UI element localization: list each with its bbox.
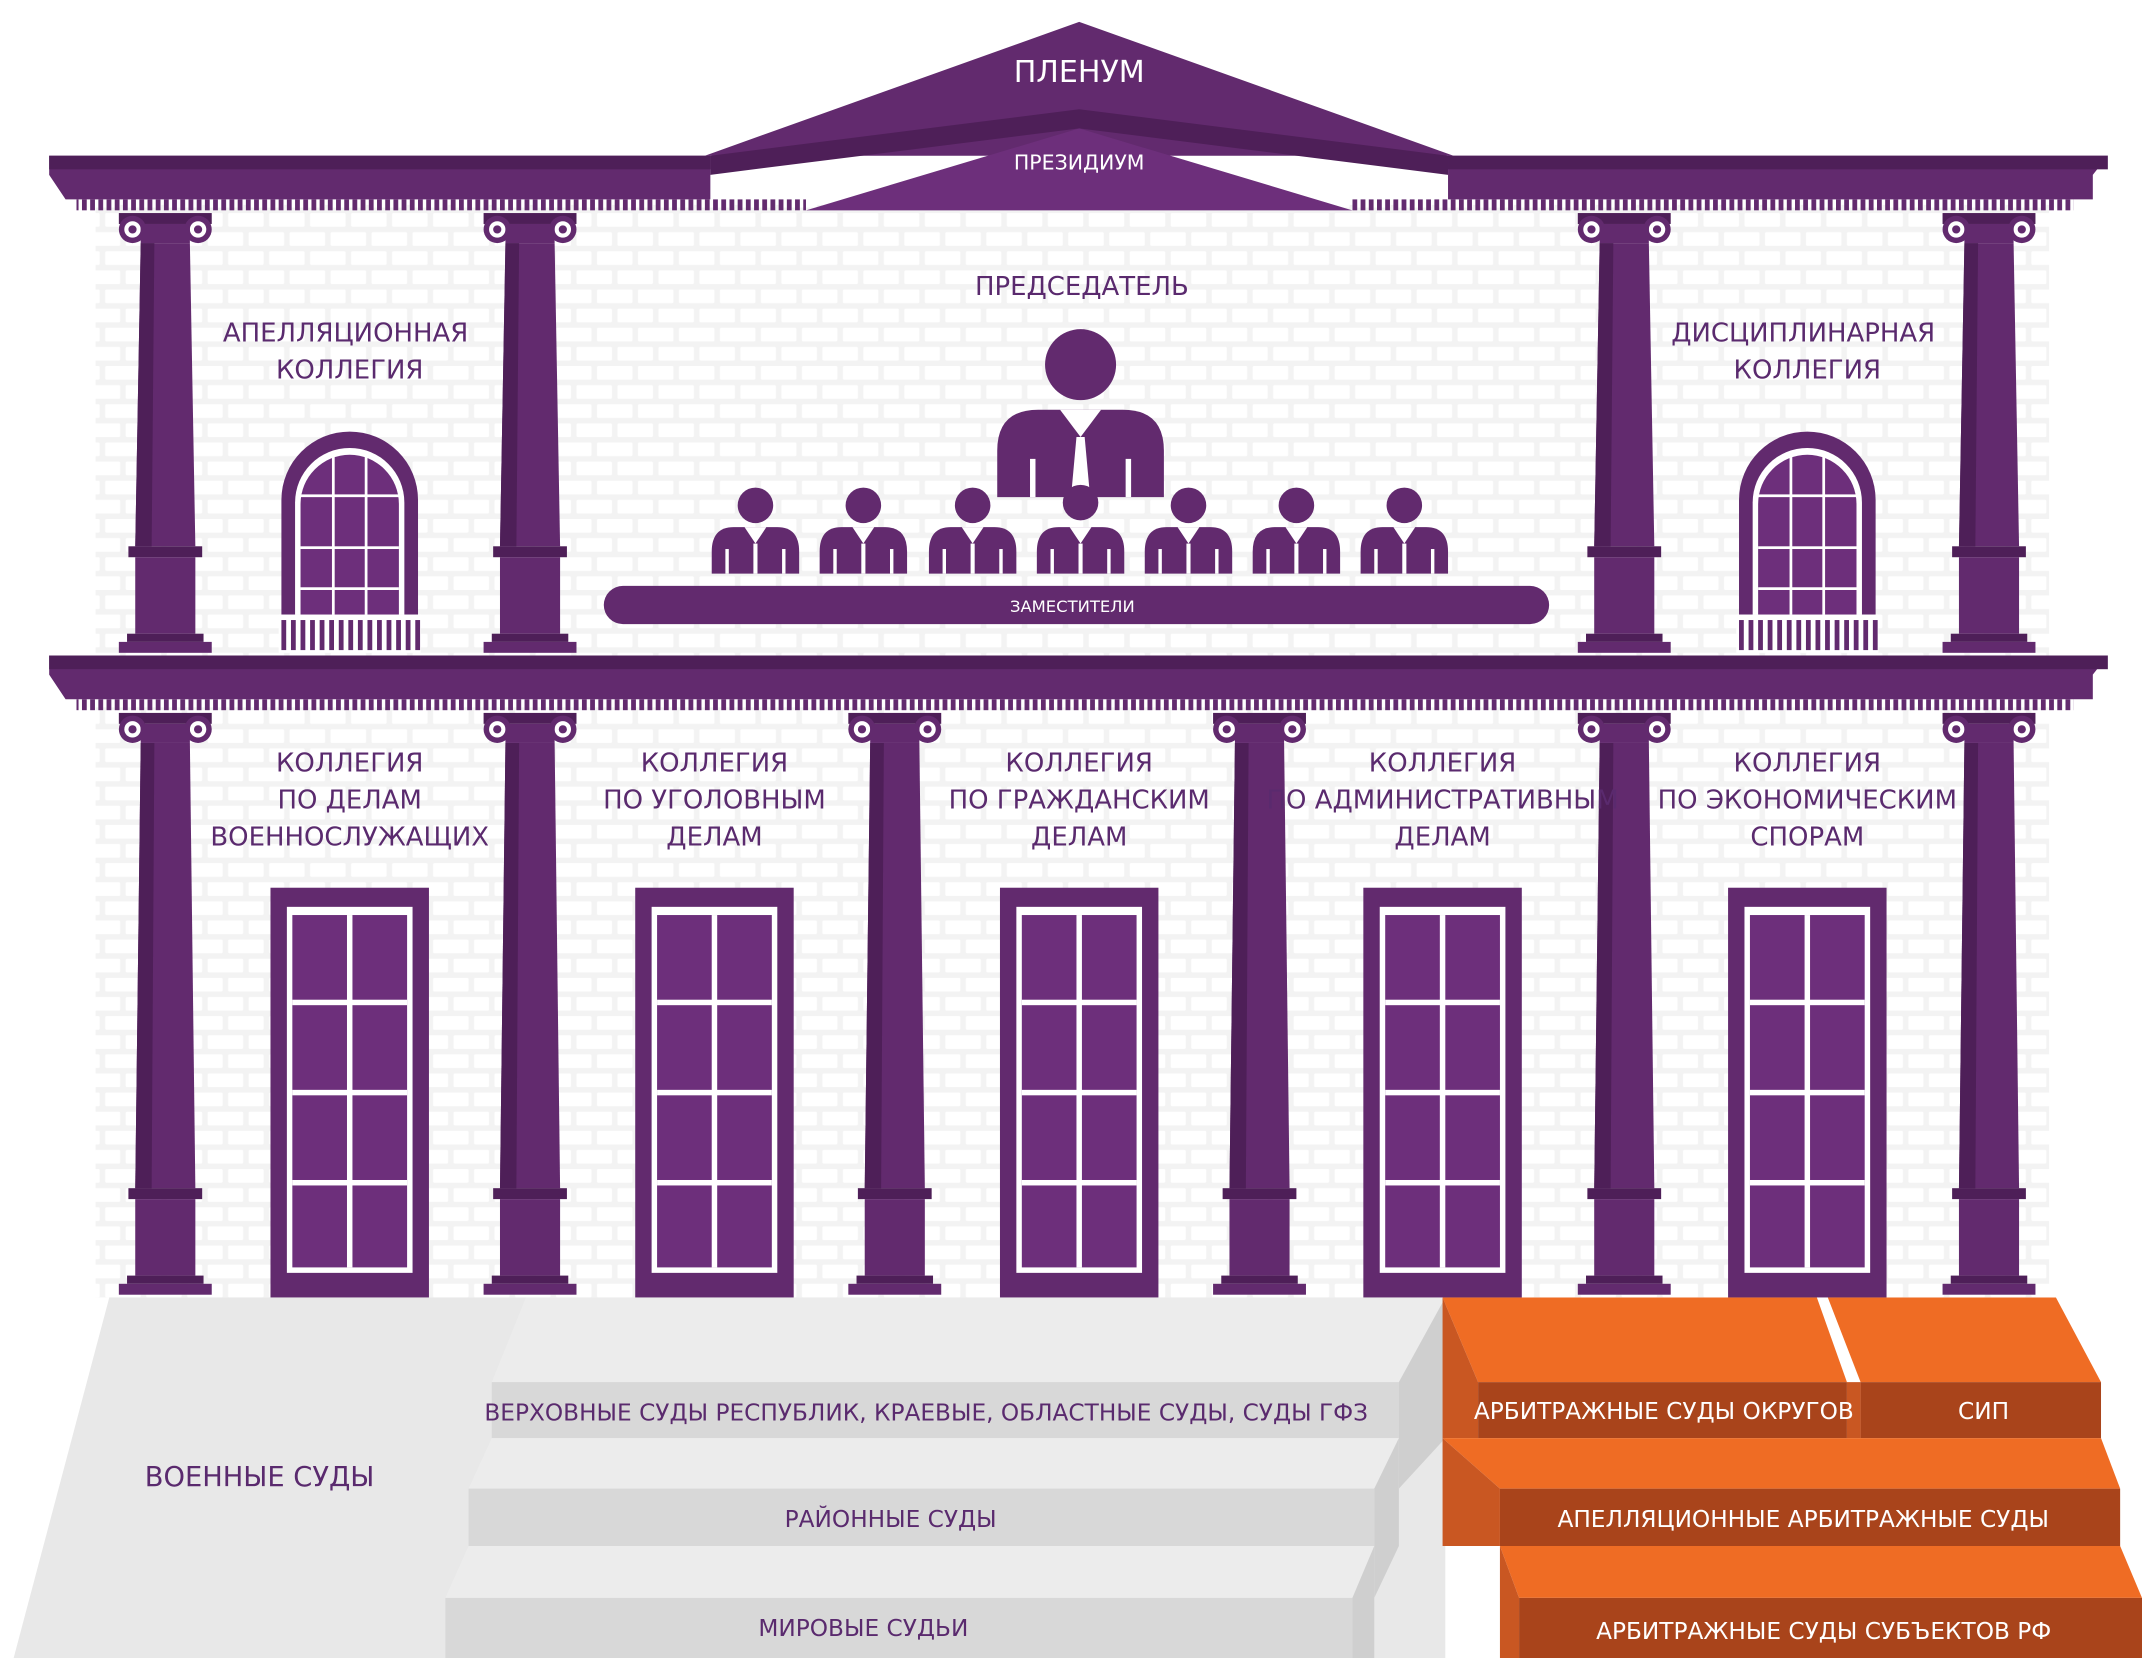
- board-label: КОЛЛЕГИЯ ПО УГОЛОВНЫМ ДЕЛАМ: [603, 749, 826, 853]
- board-label: КОЛЛЕГИЯ ПО ЭКОНОМИЧЕСКИМ СПОРАМ: [1658, 749, 1957, 853]
- deputy-figure: [1144, 487, 1233, 574]
- presidium-label: ПРЕЗИДИУМ: [1014, 150, 1145, 174]
- board-label-line: КОЛЛЕГИЯ: [641, 749, 789, 779]
- appeal-board-label: АПЕЛЛЯЦИОННАЯ КОЛЛЕГИЯ: [223, 318, 477, 385]
- upper-column: [1577, 213, 1671, 653]
- lower-columns: [118, 712, 2036, 1295]
- board-labels: КОЛЛЕГИЯ ПО ДЕЛАМ ВОЕННОСЛУЖАЩИХ КОЛЛЕГИЯ ПО…: [210, 749, 1957, 853]
- deputy-figure: [819, 487, 908, 574]
- board-label-line: ПО ГРАЖДАНСКИМ: [949, 786, 1210, 816]
- upper-column: [1942, 213, 2036, 653]
- lower-column: [483, 712, 577, 1295]
- deputy-figure: [711, 487, 800, 574]
- lower-column: [118, 712, 212, 1295]
- appeal-board-line2: КОЛЛЕГИЯ: [276, 355, 424, 385]
- general-courts-steps: [13, 1297, 1446, 1658]
- lower-window: [999, 887, 1159, 1298]
- deputies-bar: [603, 585, 1550, 625]
- lower-window: [1728, 887, 1887, 1298]
- lower-window: [270, 887, 429, 1298]
- deputy-figure: [1036, 484, 1125, 574]
- arched-window: [278, 431, 421, 653]
- board-label-line: КОЛЛЕГИЯ: [1369, 749, 1517, 779]
- board-label: КОЛЛЕГИЯ ПО АДМИНИСТРАТИВНЫМ ДЕЛАМ: [1267, 749, 1619, 853]
- board-label-line: КОЛЛЕГИЯ: [276, 749, 424, 779]
- arbitration-appeal-label: АПЕЛЛЯЦИОННЫЕ АРБИТРАЖНЫЕ СУДЫ: [1557, 1506, 2048, 1533]
- upper-columns: [118, 213, 2036, 653]
- disciplinary-board-label: ДИСЦИПЛИНАРНАЯ КОЛЛЕГИЯ: [1671, 318, 1943, 385]
- board-label-line: ПО ЭКОНОМИЧЕСКИМ: [1658, 786, 1957, 816]
- arbitration-districts-label: АРБИТРАЖНЫЕ СУДЫ ОКРУГОВ: [1474, 1398, 1854, 1425]
- board-label-line: ПО УГОЛОВНЫМ: [603, 786, 826, 816]
- deputies-figures: [711, 484, 1449, 574]
- lower-column: [1213, 712, 1306, 1295]
- magistrates-label: МИРОВЫЕ СУДЬИ: [758, 1615, 968, 1642]
- board-label: КОЛЛЕГИЯ ПО ГРАЖДАНСКИМ ДЕЛАМ: [949, 749, 1210, 853]
- deputy-figure: [928, 487, 1017, 574]
- board-label-line: ДЕЛАМ: [1394, 822, 1490, 852]
- board-label-line: ПО ДЕЛАМ: [277, 786, 421, 816]
- middle-cornice: [49, 655, 2108, 711]
- arched-window: [1736, 431, 1879, 653]
- board-label-line: КОЛЛЕГИЯ: [1005, 749, 1153, 779]
- deputy-figure: [1360, 487, 1449, 574]
- lower-column: [848, 712, 942, 1295]
- arched-windows: [278, 431, 1879, 653]
- lower-window: [635, 887, 794, 1298]
- military-courts-label: ВОЕННЫЕ СУДЫ: [145, 1462, 375, 1493]
- board-label-line: ДЕЛАМ: [666, 822, 762, 852]
- upper-column: [483, 213, 577, 653]
- lower-column: [1942, 712, 2036, 1295]
- board-label-line: ДЕЛАМ: [1031, 822, 1127, 852]
- upper-cornice: [49, 155, 2108, 211]
- district-courts-label: РАЙОННЫЕ СУДЫ: [785, 1505, 997, 1533]
- deputy-figure: [1252, 487, 1341, 574]
- plenum-label: ПЛЕНУМ: [1014, 55, 1145, 90]
- arbitration-subjects-label: АРБИТРАЖНЫЕ СУДЫ СУБЪЕКТОВ РФ: [1596, 1618, 2051, 1645]
- board-label: КОЛЛЕГИЯ ПО ДЕЛАМ ВОЕННОСЛУЖАЩИХ: [210, 749, 489, 853]
- deputies-label: ЗАМЕСТИТЕЛИ: [1010, 597, 1135, 616]
- upper-column: [118, 213, 212, 653]
- sip-label: СИП: [1958, 1398, 2009, 1425]
- supreme-courts-label: ВЕРХОВНЫЕ СУДЫ РЕСПУБЛИК, КРАЕВЫЕ, ОБЛАС…: [484, 1399, 1368, 1426]
- pediment: [704, 21, 1454, 211]
- board-label-line: КОЛЛЕГИЯ: [1734, 749, 1882, 779]
- disciplinary-board-line2: КОЛЛЕГИЯ: [1734, 355, 1882, 385]
- chairman-label: ПРЕДСЕДАТЕЛЬ: [975, 272, 1189, 302]
- lower-window: [1363, 887, 1522, 1298]
- arbitration-courts-steps: [1442, 1297, 2142, 1658]
- board-label-line: СПОРАМ: [1750, 822, 1864, 852]
- board-label-line: ПО АДМИНИСТРАТИВНЫМ: [1267, 786, 1619, 816]
- board-label-line: ВОЕННОСЛУЖАЩИХ: [210, 822, 489, 852]
- lower-windows: [270, 887, 1887, 1298]
- lower-column: [1577, 712, 1671, 1295]
- chairman-figure: [997, 329, 1164, 498]
- disciplinary-board-line1: ДИСЦИПЛИНАРНАЯ: [1671, 318, 1935, 348]
- appeal-board-line1: АПЕЛЛЯЦИОННАЯ: [223, 318, 468, 348]
